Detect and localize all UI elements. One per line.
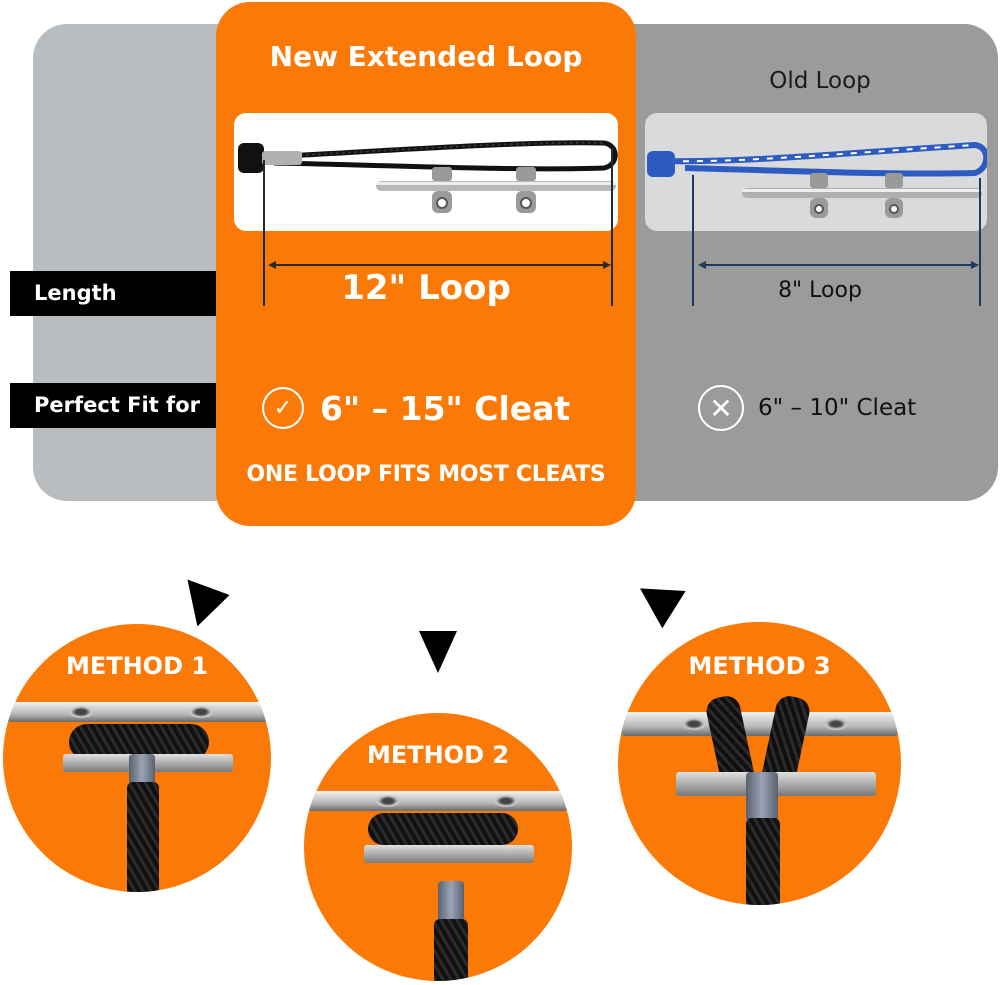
cleat-bar [304, 791, 572, 811]
tagline: ONE LOOP FITS MOST CLEATS [246, 462, 606, 487]
cleat-hole [69, 706, 93, 718]
row-label-length: Length [10, 271, 216, 316]
arrow-right-icon [971, 261, 979, 269]
method-1-circle: METHOD 1 [3, 624, 271, 892]
method-1-label: METHOD 1 [65, 652, 209, 680]
new-measure-left-line [263, 160, 265, 306]
new-loop-fit-text: 6" – 15" Cleat [320, 388, 571, 428]
rope-sleeve [438, 881, 464, 922]
old-loop-rope-illustration [647, 141, 987, 218]
cleat-base [364, 845, 534, 863]
cleat-hole [824, 718, 848, 730]
cleat-hole [494, 795, 518, 807]
arrow-right-icon [603, 261, 611, 269]
x-circle-icon: ✕ [698, 385, 744, 431]
method-3-label: METHOD 3 [688, 652, 831, 680]
arrow-left-icon [698, 261, 706, 269]
cleat-hole [189, 706, 213, 718]
rope-loop [368, 813, 518, 845]
cleat-hole [682, 718, 706, 730]
row-label-perfect-fit: Perfect Fit for [10, 383, 216, 428]
rope-sleeve [129, 754, 155, 785]
old-loop-fit-text: 6" – 10" Cleat [758, 395, 917, 421]
new-measure-arrow-line [270, 264, 604, 266]
new-measure-right-line [611, 148, 613, 306]
new-loop-rope-illustration [238, 140, 618, 213]
rope-sleeve [746, 772, 778, 821]
triangle-pointer-icon [628, 569, 686, 629]
rope-standing-part [434, 919, 468, 981]
cleat-hole [376, 795, 400, 807]
new-loop-photo [234, 113, 618, 231]
method-2-label: METHOD 2 [366, 741, 510, 769]
new-loop-title: New Extended Loop [269, 40, 583, 73]
old-loop-photo [645, 113, 987, 231]
old-loop-panel [600, 24, 998, 501]
cleat-bar [3, 702, 271, 722]
old-measure-arrow-line [700, 264, 974, 266]
rope-standing-part [746, 818, 780, 905]
arrow-left-icon [268, 261, 276, 269]
triangle-pointer-icon [419, 631, 457, 673]
old-loop-fit: ✕ 6" – 10" Cleat [698, 385, 917, 431]
rope-standing-part [127, 782, 159, 892]
old-loop-length: 8" Loop [778, 278, 862, 303]
new-loop-length: 12" Loop [341, 268, 511, 308]
triangle-pointer-icon [187, 571, 235, 627]
check-circle-icon: ✓ [262, 387, 304, 429]
old-loop-title: Old Loop [769, 68, 871, 94]
old-measure-left-line [692, 175, 694, 306]
old-measure-right-line [979, 178, 981, 306]
new-loop-fit: ✓ 6" – 15" Cleat [262, 386, 570, 430]
cleat-bar [618, 712, 901, 736]
method-2-circle: METHOD 2 [304, 713, 572, 981]
method-3-circle: METHOD 3 [618, 622, 901, 905]
